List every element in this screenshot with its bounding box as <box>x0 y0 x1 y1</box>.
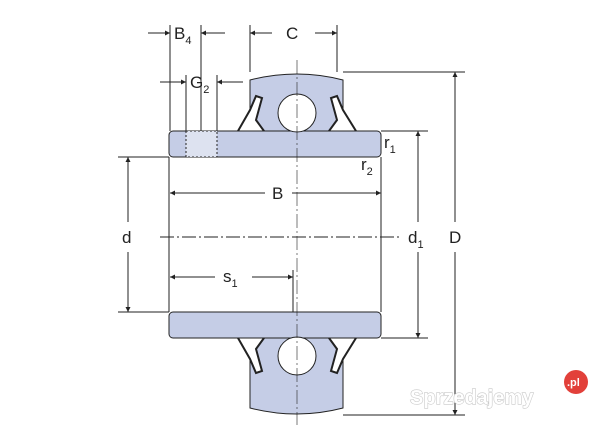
label-c: C <box>286 24 298 43</box>
inner-ring-bottom <box>168 311 382 339</box>
watermark-badge-text: .pl <box>567 377 580 389</box>
label-b: B <box>272 184 283 203</box>
seal <box>328 337 357 375</box>
inner-ring-top <box>168 130 382 158</box>
label-s1: s1 <box>223 267 238 290</box>
watermark-text: Sprzedajemy <box>410 387 534 409</box>
seal <box>237 337 265 375</box>
label-b4: B4 <box>174 24 191 47</box>
label-d1: d1 <box>408 228 424 251</box>
seal <box>328 94 357 132</box>
label-g2: G2 <box>190 73 209 96</box>
label-d: d <box>122 228 131 247</box>
label-outer-d: D <box>449 228 461 247</box>
label-r2: r2 <box>361 155 373 178</box>
label-r1: r1 <box>384 133 396 156</box>
watermark-badge <box>564 370 588 394</box>
set-screw <box>185 130 218 158</box>
seal <box>237 94 265 132</box>
watermark: Sprzedajemy .pl <box>409 370 588 410</box>
outer-ring-bottom <box>249 337 344 415</box>
